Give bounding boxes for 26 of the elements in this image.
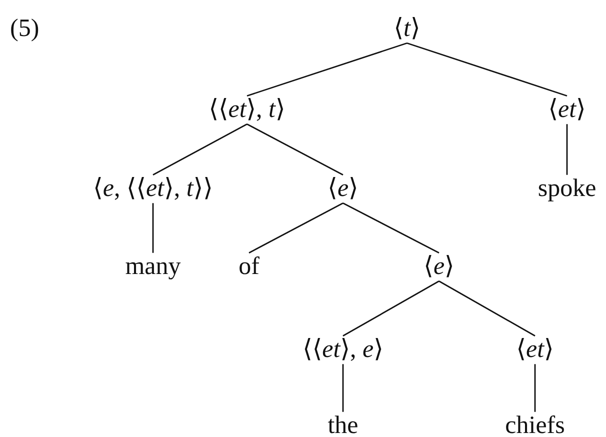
tree-branch xyxy=(246,42,408,97)
tree-node-label: ⟨et⟩ xyxy=(547,96,587,124)
tree-node-label: chiefs xyxy=(504,412,566,437)
tree-node-label: the xyxy=(326,412,360,437)
tree-node-label: ⟨⟨et⟩, e⟩ xyxy=(302,336,384,364)
tree-node-label: ⟨e, ⟨⟨et⟩, t⟩⟩ xyxy=(92,176,214,202)
tree-branch xyxy=(406,42,568,97)
tree-branch xyxy=(566,124,568,175)
tree-node-label: ⟨t⟩ xyxy=(392,16,422,42)
tree-branch xyxy=(438,280,536,336)
tree-branch xyxy=(246,124,344,176)
tree-node-label: of xyxy=(238,254,260,280)
tree-branch xyxy=(248,202,344,254)
tree-branch xyxy=(534,364,536,412)
tree-branch xyxy=(342,280,440,336)
tree-node-label: ⟨e⟩ xyxy=(422,254,456,280)
tree-branch xyxy=(152,203,154,253)
tree-node-label: ⟨⟨et⟩, t⟩ xyxy=(208,96,286,124)
tree-node-label: ⟨et⟩ xyxy=(515,336,555,364)
tree-node-label: ⟨e⟩ xyxy=(326,176,360,202)
tree-branch xyxy=(342,364,344,412)
tree-branch xyxy=(342,202,440,254)
tree-branch xyxy=(152,124,248,176)
example-number: (5) xyxy=(10,16,40,42)
tree-node-label: many xyxy=(124,254,182,280)
tree-node-label: spoke xyxy=(536,176,598,202)
